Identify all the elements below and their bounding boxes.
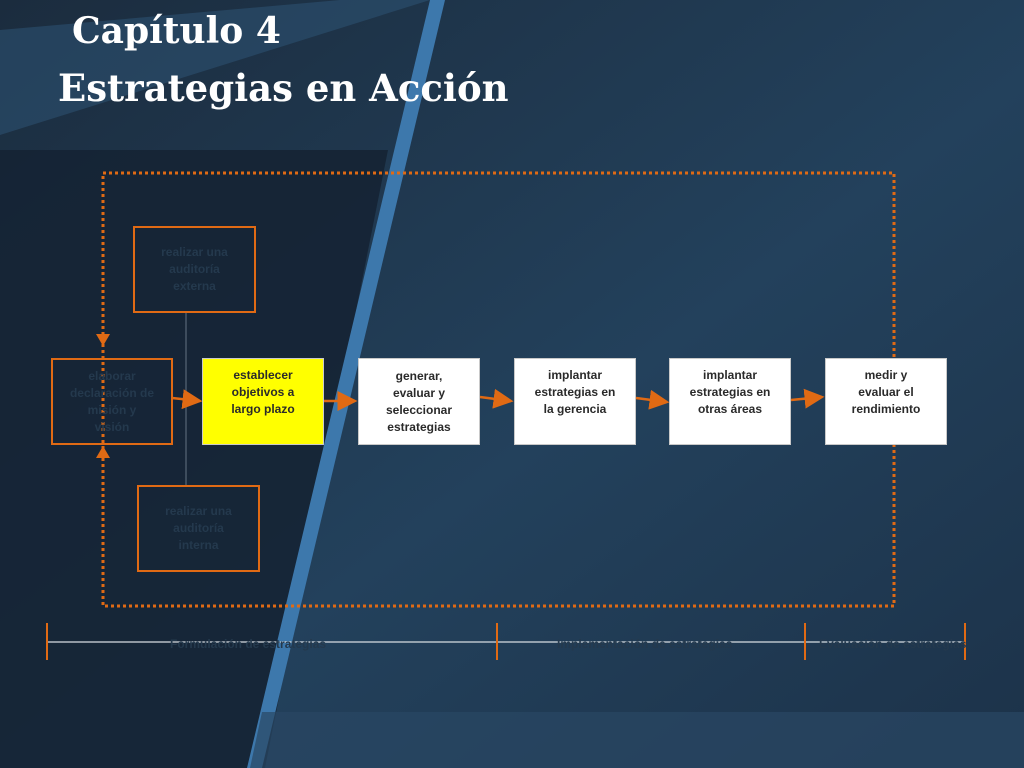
feedback-arrow-up (96, 446, 110, 458)
light-wedge (0, 0, 430, 135)
phase-label-evaluacion: Evaluación de estrategias (819, 637, 967, 651)
node-generar: generar, evaluar y seleccionar estrategi… (358, 358, 480, 445)
feedback-arrow-down (96, 334, 110, 346)
phase-label-formulacion: Formulación de estrategias (170, 637, 327, 651)
node-implantar-gerencia: implantar estrategias en la gerencia (514, 358, 636, 445)
blue-stripe (247, 0, 445, 768)
slide-title-chapter: Capítulo 4 (72, 10, 281, 52)
bottom-panel (250, 712, 1024, 768)
slide-title-main: Estrategias en Acción (58, 66, 509, 110)
node-declaracion: elaborar declaración de misión y visión (51, 358, 173, 445)
node-auditoria-externa: realizar una auditoría externa (133, 226, 256, 313)
connector-generate-to-management (479, 388, 514, 409)
node-medir: medir y evaluar el rendimiento (825, 358, 947, 445)
node-implantar-areas: implantar estrategias en otras áreas (669, 358, 791, 445)
connector-management-to-areas (635, 389, 670, 410)
node-auditoria-interna: realizar una auditoría interna (137, 485, 260, 572)
node-objetivos: establecer objetivos a largo plazo (202, 358, 324, 445)
phase-label-implementacion: Implementación de estrategias (557, 637, 733, 651)
connector-areas-to-measure (790, 388, 825, 409)
connector-audit-to-declaration (171, 389, 203, 410)
